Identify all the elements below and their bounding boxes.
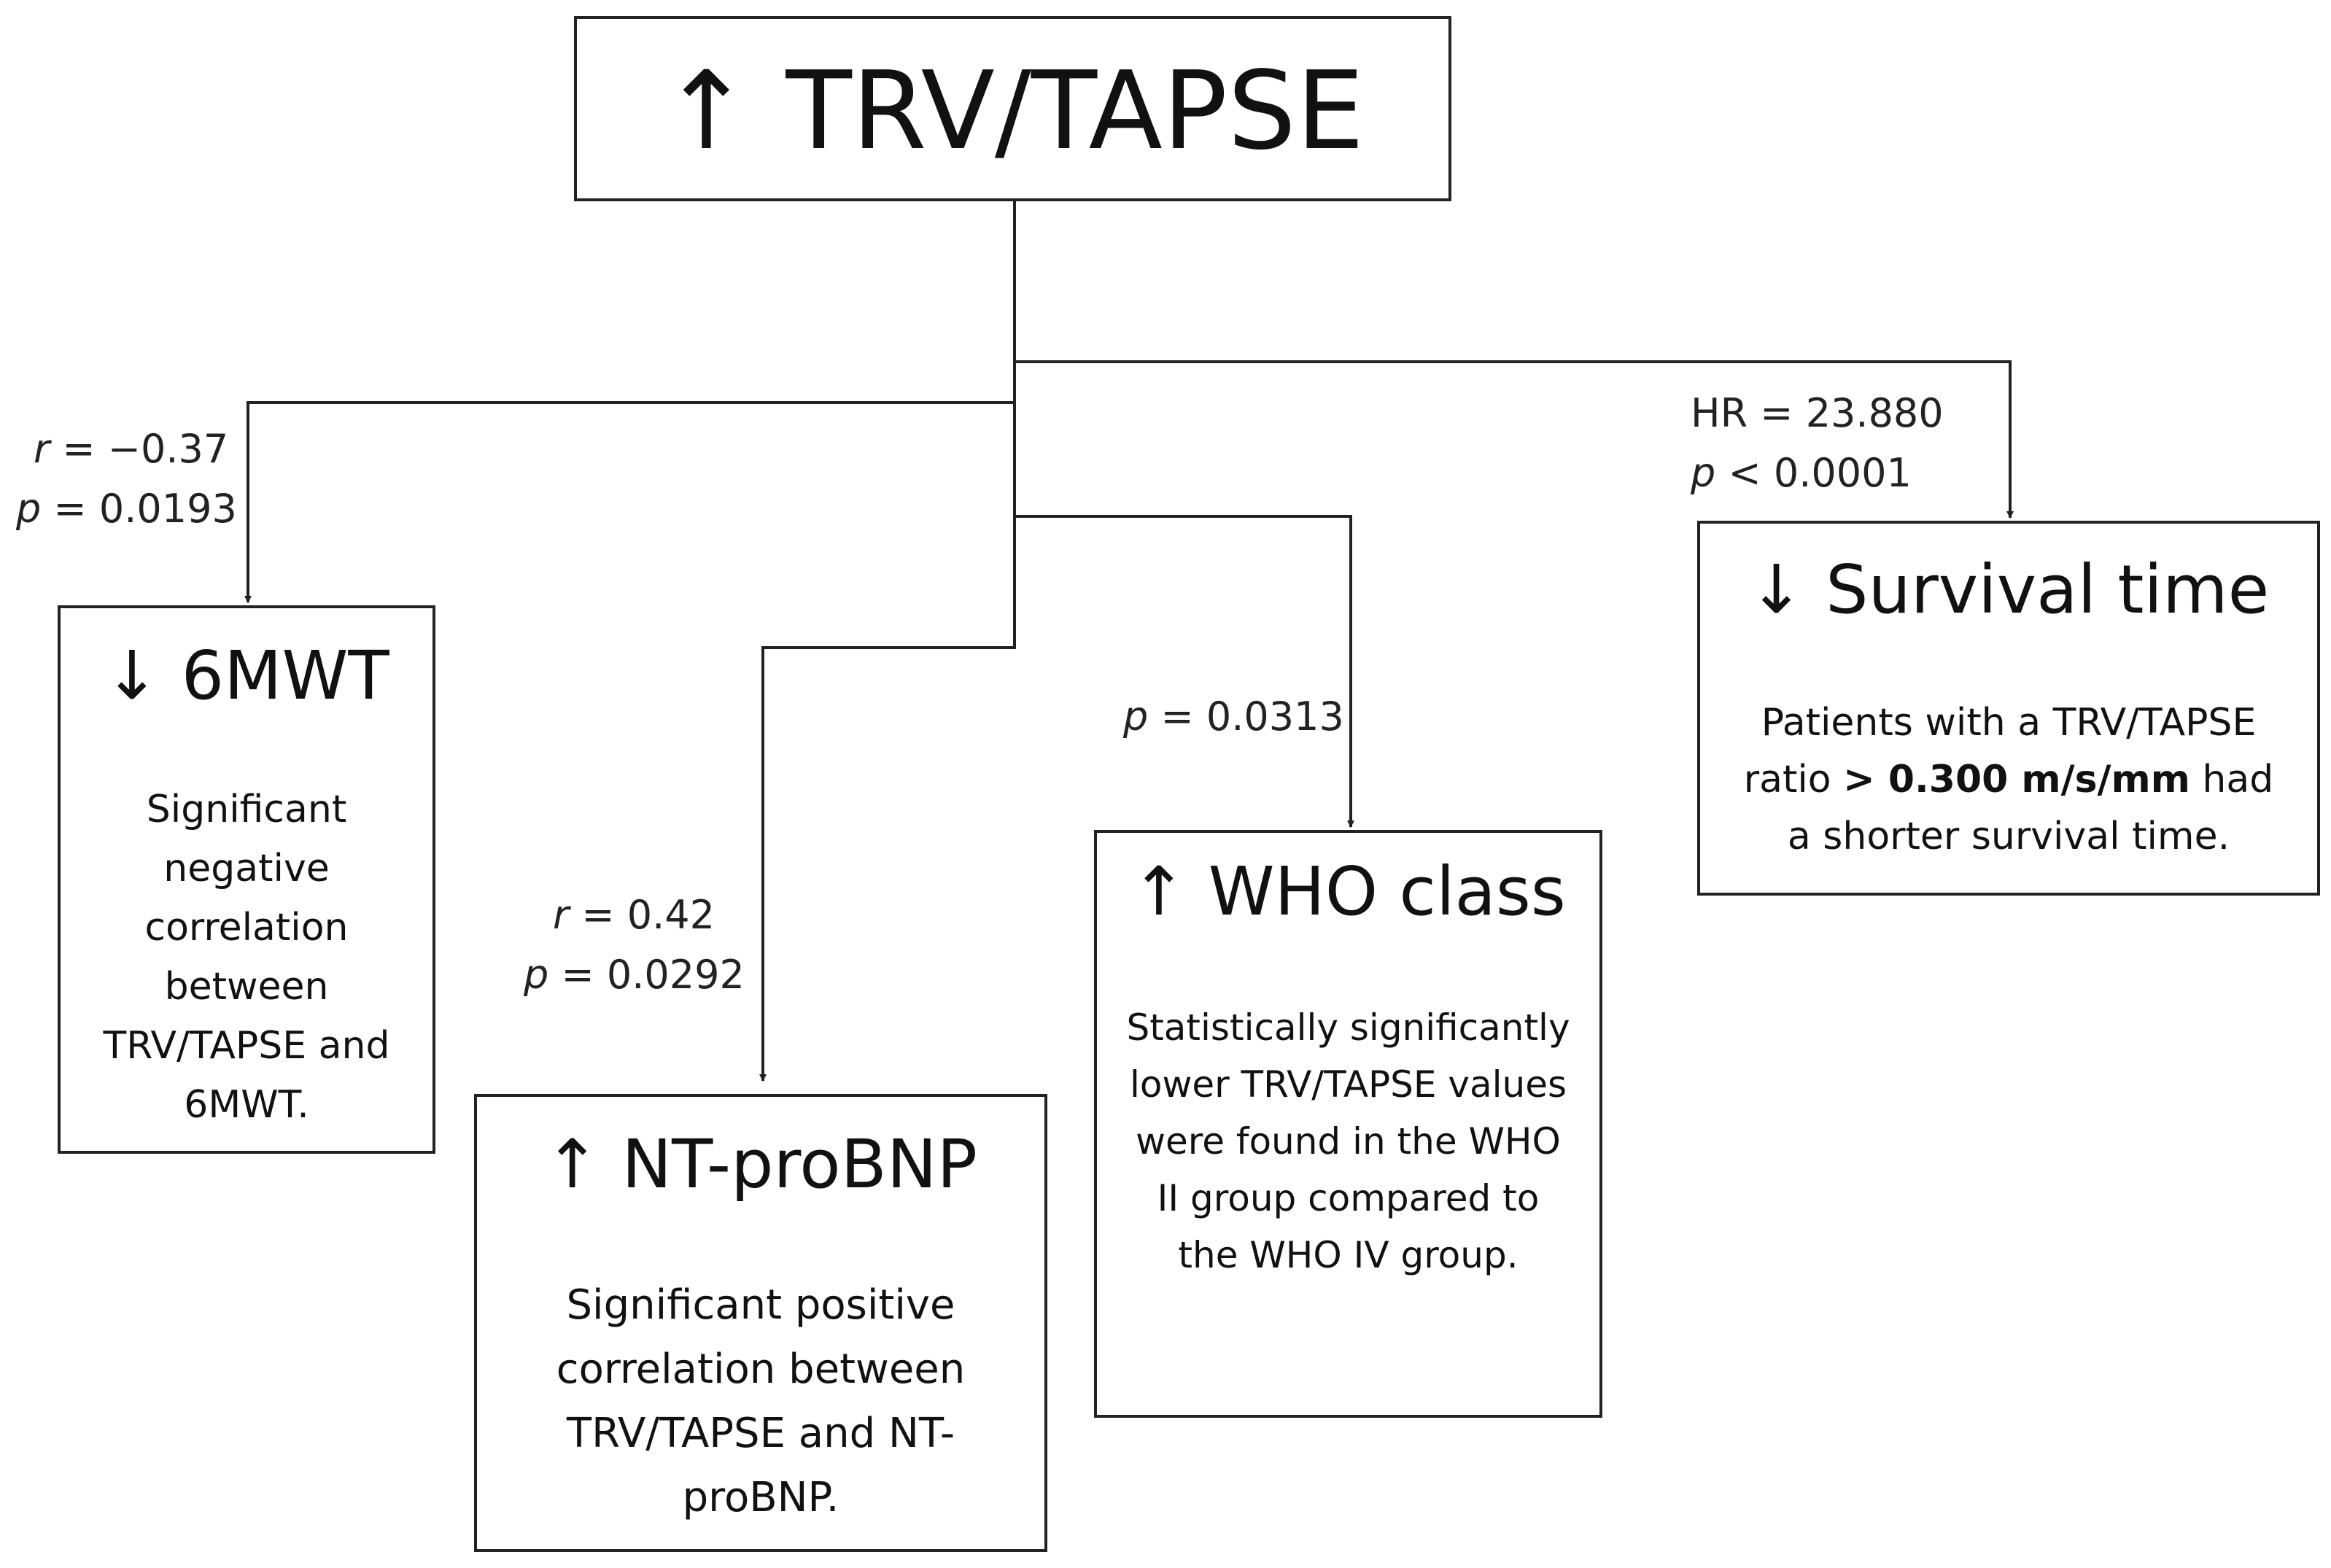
stat-ntprobnp-p-symbol: p bbox=[524, 952, 549, 998]
up-arrow-icon: ↑ bbox=[543, 1125, 601, 1203]
stat-survival: HR = 23.880 p < 0.0001 bbox=[1691, 384, 1944, 503]
stat-survival-p-symbol: p bbox=[1691, 450, 1716, 496]
node-6mwt-body: Significant negative correlation between… bbox=[103, 788, 390, 1127]
root-label: TRV/TAPSE bbox=[786, 48, 1365, 174]
node-6mwt-title: ↓ 6MWT bbox=[61, 636, 433, 716]
node-survival-time: ↓ Survival time Patients with a TRV/TAPS… bbox=[1697, 521, 2320, 896]
connector-6mwt bbox=[244, 401, 1015, 603]
root-title: ↑ TRV/TAPSE bbox=[577, 53, 1448, 169]
node-who-body: Statistically significantly lower TRV/TA… bbox=[1126, 1006, 1570, 1276]
node-who-class: ↑ WHO class Statistically significantly … bbox=[1094, 830, 1602, 1418]
node-survival-label: Survival time bbox=[1826, 551, 2270, 629]
stat-6mwt-p-value: = 0.0193 bbox=[41, 486, 237, 532]
stat-survival-hr: HR = 23.880 bbox=[1691, 390, 1944, 436]
down-arrow-icon: ↓ bbox=[104, 637, 160, 715]
root-node: ↑ TRV/TAPSE bbox=[574, 16, 1451, 201]
stat-survival-p-value: < 0.0001 bbox=[1715, 450, 1912, 496]
node-ntprobnp: ↑ NT-proBNP Significant positive correla… bbox=[474, 1094, 1047, 1552]
stat-6mwt-r-symbol: r bbox=[34, 426, 50, 472]
connector-who bbox=[1015, 515, 1354, 828]
stat-6mwt-p-symbol: p bbox=[16, 486, 42, 532]
node-ntprobnp-label: NT-proBNP bbox=[621, 1125, 977, 1203]
stat-6mwt-r-value: = −0.37 bbox=[50, 426, 229, 472]
survival-body-pre: Patients with a TRV/TAPSE ratio bbox=[1743, 701, 2257, 802]
connector-survival bbox=[1015, 360, 2014, 519]
up-arrow-icon: ↑ bbox=[661, 48, 752, 174]
connector-ntprobnp bbox=[759, 646, 1015, 1082]
node-6mwt: ↓ 6MWT Significant negative correlation … bbox=[58, 605, 435, 1154]
node-survival-title: ↓ Survival time bbox=[1700, 550, 2317, 630]
stat-who-p-value: = 0.0313 bbox=[1148, 694, 1344, 740]
down-arrow-icon: ↓ bbox=[1748, 551, 1804, 629]
stat-who: p = 0.0313 bbox=[1123, 687, 1344, 747]
stat-ntprobnp: r = 0.42 p = 0.0292 bbox=[524, 885, 745, 1005]
stat-ntprobnp-r-symbol: r bbox=[553, 892, 570, 938]
up-arrow-icon: ↑ bbox=[1130, 853, 1187, 931]
survival-threshold: > 0.300 m/s/mm bbox=[1843, 758, 2190, 802]
node-who-label: WHO class bbox=[1208, 853, 1566, 931]
survival-body-post: had a shorter survival time. bbox=[1787, 758, 2274, 858]
stat-ntprobnp-p-value: = 0.0292 bbox=[548, 952, 745, 998]
node-ntprobnp-title: ↑ NT-proBNP bbox=[477, 1125, 1044, 1205]
node-6mwt-label: 6MWT bbox=[181, 637, 389, 715]
node-who-title: ↑ WHO class bbox=[1097, 852, 1599, 932]
stat-who-p-symbol: p bbox=[1123, 694, 1149, 740]
stat-6mwt: r = −0.37 p = 0.0193 bbox=[16, 419, 237, 539]
node-ntprobnp-body: Significant positive correlation between… bbox=[556, 1281, 966, 1521]
node-survival-body: Patients with a TRV/TAPSE ratio > 0.300 … bbox=[1729, 694, 2288, 865]
stat-ntprobnp-r-value: = 0.42 bbox=[569, 892, 715, 938]
